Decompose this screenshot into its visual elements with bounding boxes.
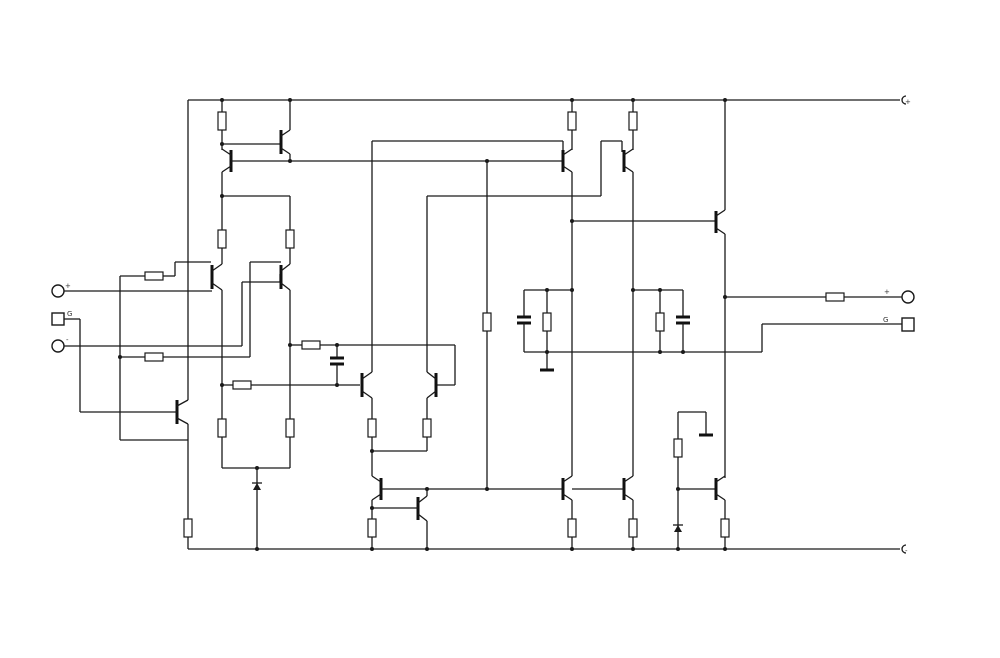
input-stage <box>210 194 456 551</box>
resistor-r19 <box>542 312 552 332</box>
input-minus-label: - <box>66 336 69 344</box>
output-ground-terminal <box>901 317 915 332</box>
resistor-r12 <box>422 418 432 438</box>
resistor-r1 <box>183 518 193 538</box>
resistor-r6 <box>217 418 227 438</box>
right-columns <box>517 98 902 551</box>
resistor-r13 <box>367 518 377 538</box>
bias-network <box>118 261 281 441</box>
input-ground-terminal <box>51 312 65 326</box>
resistor-r7 <box>285 418 295 438</box>
input-plus-label: + <box>65 282 71 290</box>
input-plus-terminal <box>51 284 65 298</box>
top-current-mirror <box>217 98 563 196</box>
zener-diode-1 <box>253 483 261 490</box>
input-minus-terminal <box>51 339 65 353</box>
bottom-current-sinks <box>367 161 638 551</box>
resistor-r20 <box>655 312 665 332</box>
resistor-r10 <box>217 111 227 131</box>
resistor-r17 <box>567 111 577 131</box>
second-stage <box>360 140 623 476</box>
resistor-r18 <box>628 111 638 131</box>
resistor-r9 <box>301 340 321 350</box>
resistor-r22 <box>673 438 683 458</box>
supply-rails: + - <box>188 95 911 555</box>
output-terminals: + G <box>883 288 915 332</box>
resistor-r16 <box>628 518 638 538</box>
resistor-r11 <box>367 418 377 438</box>
resistor-r8 <box>232 380 252 390</box>
input-terminals: + G - <box>51 274 281 412</box>
resistor-r3 <box>144 352 164 362</box>
resistor-r23 <box>720 518 730 538</box>
resistor-r15 <box>567 518 577 538</box>
resistor-r21 <box>825 292 845 302</box>
left-column-wiring <box>80 100 193 549</box>
input-ground-label: G <box>67 310 72 318</box>
zener-diode-2 <box>674 525 682 532</box>
output-ground-label: G <box>883 316 888 324</box>
resistor-r2 <box>144 271 164 281</box>
output-plus-terminal <box>901 290 915 304</box>
resistor-r4 <box>217 229 227 249</box>
resistor-r14 <box>482 312 492 332</box>
resistor-r5 <box>285 229 295 249</box>
output-plus-label: + <box>884 288 890 296</box>
negative-rail-label: - <box>905 547 908 555</box>
positive-rail-label: + <box>905 98 911 106</box>
